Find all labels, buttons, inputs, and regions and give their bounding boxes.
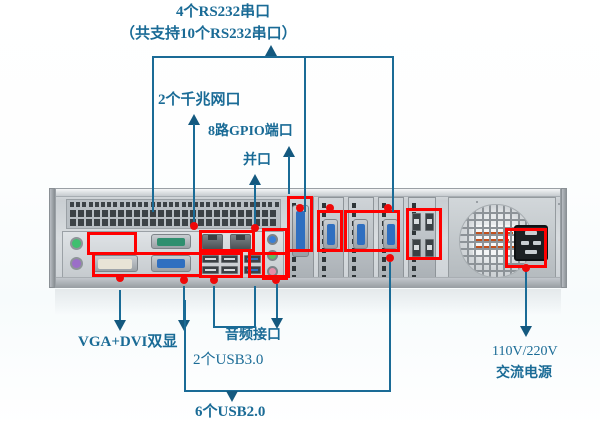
chassis-rack-ear-right [561,188,567,288]
leader-audio-right [254,286,256,328]
dot-serial-card-1 [326,204,334,212]
leader-power [525,270,527,332]
label-rs232-sub: （共支持10个RS232串口） [120,26,297,42]
bracket-usb2-right [389,262,391,392]
server-chassis-rear [55,188,561,288]
label-power-voltage: 110V/220V [492,344,558,359]
label-power-ac: 交流电源 [496,366,552,381]
highlight-serial-card-1 [317,210,343,252]
dot-vga-dvi [116,274,124,282]
dot-gigabit-lan [190,222,198,230]
highlight-parallel [287,196,313,252]
serial-com-port [151,234,191,249]
highlight-usb3 [248,252,290,278]
chassis-reflection [55,289,561,315]
highlight-serial-card-group [344,210,400,252]
dot-usb3 [180,276,188,284]
arrow-parallel [249,174,261,185]
bracket-rs232-right [392,56,394,212]
dot-power [522,264,530,272]
leader-audio-v [213,286,215,326]
dot-audio-right [272,276,280,284]
highlight-vga-dvi [92,252,202,277]
usb2-port-c [221,255,238,263]
label-usb3: 2个USB3.0 [193,352,264,368]
label-rs232-main: 4个RS232串口 [176,4,271,20]
vga-port [151,255,191,272]
dot-parallel-card [296,204,304,212]
dot-parallel [251,224,259,232]
usb3-port-a [244,255,261,263]
highlight-lan [199,230,255,252]
usb2-card-port-c [425,213,434,231]
usb2-card-port-b [412,239,421,257]
arrow-audio [271,318,283,329]
arrow-power [520,326,532,337]
leader-audio-h [213,326,255,328]
audio-jack-line-out [267,250,278,261]
usb2-port-b [202,266,219,274]
usb3-port-b [244,266,261,274]
audio-jack-line-in [267,234,278,245]
arrow-gigabit-lan [188,114,200,125]
arrow-rs232 [265,45,277,56]
leader-vga-dvi [119,290,121,322]
bracket-rs232-mid [304,56,306,212]
label-gigabit-lan: 2个千兆网口 [158,92,241,108]
ps2-mouse-port [70,237,83,250]
dot-serial-card-3 [384,204,392,212]
highlight-audio [262,228,288,280]
leader-gigabit-lan [193,124,195,224]
bracket-usb2-left [184,300,186,392]
bracket-usb2-bottom [184,390,391,392]
label-usb2: 6个USB2.0 [195,404,266,420]
leader-audio-jack [276,284,278,320]
chassis-rack-ear-left [49,188,55,288]
arrow-usb2 [226,391,238,402]
iec-power-inlet [514,225,548,261]
bracket-rs232-left [152,56,154,212]
leader-parallel [254,184,256,226]
arrow-gpio [283,146,295,157]
dot-usb2-card [386,254,394,262]
highlight-usb2-onboard [199,252,243,278]
usb2-card-port-d [425,239,434,257]
label-parallel: 并口 [243,153,271,168]
highlight-power-inlet [505,228,547,268]
chassis-vent-grid [66,199,281,229]
label-audio: 音频接口 [225,328,281,343]
usb2-card-port-a [412,213,421,231]
label-vga-dvi: VGA+DVI双显 [78,334,178,350]
ps2-keyboard-port [70,257,83,270]
serial-db9-port-2 [353,219,368,249]
usb2-port-a [202,255,219,263]
highlight-usb2-card [406,208,442,260]
serial-db9-port-1 [323,219,338,249]
leader-gpio [288,156,290,194]
dot-audio-left [210,276,218,284]
arrow-vga-dvi [114,320,126,331]
bracket-rs232-top [152,56,394,58]
usb2-port-d [221,266,238,274]
label-gpio: 8路GPIO端口 [208,124,293,139]
